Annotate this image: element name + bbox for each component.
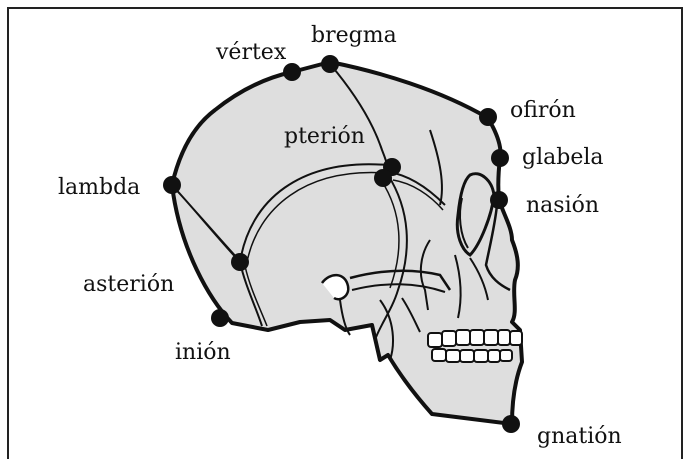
landmark-inion bbox=[211, 309, 229, 327]
label-pterion: pterión bbox=[284, 126, 365, 148]
landmark-bregma bbox=[321, 55, 339, 73]
label-glabela: glabela bbox=[522, 147, 604, 169]
landmark-glabela bbox=[491, 149, 509, 167]
landmark-nasion bbox=[490, 191, 508, 209]
landmark-pterion-2 bbox=[374, 169, 392, 187]
label-bregma: bregma bbox=[311, 25, 397, 47]
landmark-ofiron bbox=[479, 108, 497, 126]
label-gnation: gnatión bbox=[537, 426, 622, 448]
label-asterion: asterión bbox=[83, 274, 174, 296]
label-nasion: nasión bbox=[526, 195, 599, 217]
label-lambda: lambda bbox=[58, 177, 140, 199]
landmark-vertex bbox=[283, 63, 301, 81]
label-vertex: vértex bbox=[216, 42, 286, 64]
landmark-gnation bbox=[502, 415, 520, 433]
label-inion: inión bbox=[175, 342, 231, 364]
landmark-asterion bbox=[231, 253, 249, 271]
label-ofiron: ofirón bbox=[510, 100, 576, 122]
landmark-lambda bbox=[163, 176, 181, 194]
